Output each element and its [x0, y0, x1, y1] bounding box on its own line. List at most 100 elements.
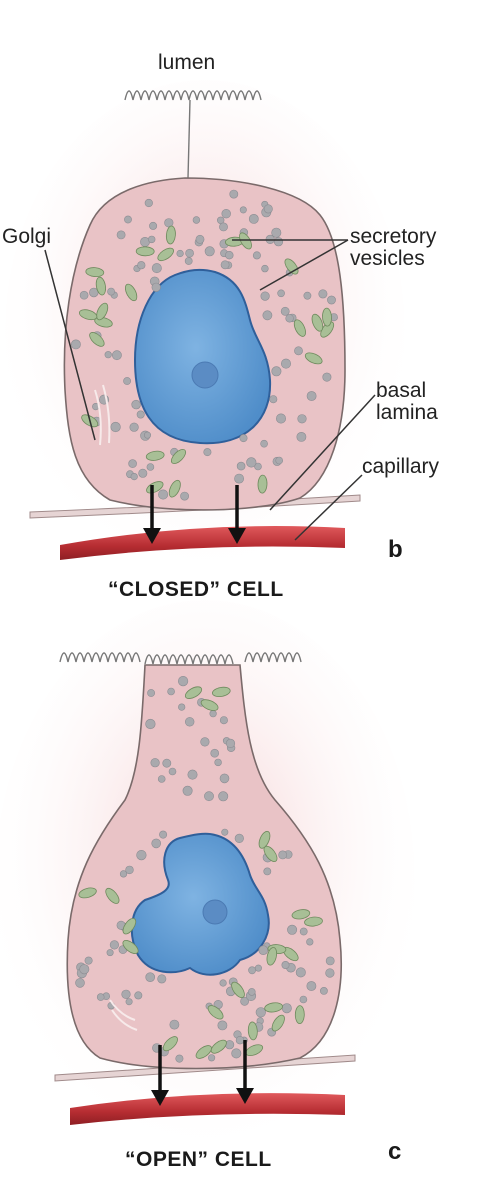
secretory-vesicle	[163, 759, 171, 767]
secretory-vesicle	[218, 1021, 227, 1030]
secretory-vesicle	[221, 261, 229, 269]
panel-c-open-cell	[0, 600, 415, 1160]
secretory-vesicle	[110, 941, 119, 950]
secretory-vesicle	[236, 1036, 244, 1044]
secretory-vesicle	[253, 252, 260, 259]
secretory-vesicle	[120, 871, 127, 878]
secretory-vesicle	[262, 265, 269, 272]
nucleolus	[192, 362, 218, 388]
secretory-vesicle	[219, 223, 227, 231]
secretory-vesicle	[148, 689, 155, 696]
secretory-vesicle	[137, 411, 144, 418]
caption-closed-cell: “CLOSED” CELL	[108, 578, 284, 602]
secretory-vesicle	[264, 205, 272, 213]
secretory-vesicle	[225, 251, 233, 259]
secretory-vesicle	[117, 231, 125, 239]
secretory-vesicle	[222, 209, 231, 218]
secretory-vesicle	[85, 957, 92, 964]
secretory-vesicle	[220, 774, 229, 783]
secretory-vesicle	[158, 776, 165, 783]
secretory-vesicle	[71, 340, 80, 349]
secretory-vesicle	[220, 717, 227, 724]
secretory-vesicle	[176, 1055, 183, 1062]
secretory-vesicle	[226, 739, 235, 748]
secretory-vesicle	[298, 415, 307, 424]
secretory-vesicle	[158, 490, 167, 499]
secretory-vesicle	[220, 980, 227, 987]
secretory-vesicle	[147, 464, 154, 471]
secretory-vesicle	[247, 458, 257, 468]
secretory-vesicle	[259, 946, 268, 955]
label-vesicles: vesicles	[350, 248, 425, 270]
secretory-vesicle	[249, 214, 258, 223]
secretory-vesicle	[132, 400, 141, 409]
secretory-vesicle	[222, 829, 228, 835]
secretory-vesicle	[108, 288, 115, 295]
secretory-vesicle	[130, 423, 139, 432]
secretory-vesicle	[152, 283, 161, 292]
secretory-vesicle	[281, 307, 289, 315]
secretory-vesicle	[124, 216, 131, 223]
secretory-vesicle	[319, 290, 327, 298]
secretory-vesicle	[205, 247, 214, 256]
secretory-vesicle	[76, 978, 85, 987]
secretory-vesicle	[208, 1055, 215, 1062]
secretory-vesicle	[112, 351, 121, 360]
secretory-vesicle	[181, 492, 189, 500]
mitochondrion	[136, 247, 154, 256]
secretory-vesicle	[129, 460, 137, 468]
secretory-vesicle	[151, 758, 160, 767]
secretory-vesicle	[326, 957, 334, 965]
secretory-vesicle	[183, 786, 192, 795]
secretory-vesicle	[300, 996, 307, 1003]
mitochondrion	[295, 1006, 304, 1024]
secretory-vesicle	[270, 396, 277, 403]
label-lumen: lumen	[158, 52, 215, 74]
secretory-vesicle	[177, 250, 184, 257]
secretory-vesicle	[327, 296, 335, 304]
secretory-vesicle	[256, 1008, 266, 1018]
secretory-vesicle	[307, 981, 316, 990]
secretory-vesicle	[146, 719, 156, 729]
secretory-vesicle	[178, 676, 188, 686]
secretory-vesicle	[278, 290, 285, 297]
secretory-vesicle	[300, 928, 307, 935]
secretory-vesicle	[307, 939, 314, 946]
secretory-vesicle	[274, 237, 283, 246]
label-lamina: lamina	[376, 402, 438, 424]
secretory-vesicle	[326, 969, 335, 978]
secretory-vesicle	[281, 359, 290, 368]
secretory-vesicle	[323, 373, 331, 381]
secretory-vesicle	[144, 432, 150, 438]
secretory-vesicle	[232, 1049, 241, 1058]
secretory-vesicle	[169, 768, 176, 775]
label-basal: basal	[376, 380, 426, 402]
secretory-vesicle	[122, 990, 131, 999]
secretory-vesicle	[249, 967, 256, 974]
secretory-vesicle	[286, 314, 294, 322]
secretory-vesicle	[307, 391, 316, 400]
secretory-vesicle	[304, 292, 311, 299]
secretory-vesicle	[272, 228, 281, 237]
label-capillary: capillary	[362, 456, 439, 478]
secretory-vesicle	[272, 367, 281, 376]
secretory-vesicle	[149, 222, 156, 229]
secretory-vesicle	[204, 792, 213, 801]
secretory-vesicle	[255, 965, 261, 971]
secretory-vesicle	[196, 235, 204, 243]
secretory-vesicle	[263, 311, 272, 320]
secretory-vesicle	[279, 851, 287, 859]
secretory-vesicle	[211, 749, 219, 757]
secretory-vesicle	[168, 688, 175, 695]
secretory-vesicle	[276, 457, 283, 464]
secretory-vesicle	[215, 759, 222, 766]
secretory-vesicle	[282, 1004, 291, 1013]
secretory-vesicle	[237, 462, 245, 470]
secretory-vesicle	[201, 738, 210, 747]
secretory-vesicle	[188, 770, 197, 779]
secretory-vesicle	[138, 261, 146, 269]
secretory-vesicle	[186, 249, 194, 257]
mitochondrion	[258, 475, 268, 493]
secretory-vesicle	[261, 292, 270, 301]
caption-open-cell: “OPEN” CELL	[125, 1148, 272, 1172]
